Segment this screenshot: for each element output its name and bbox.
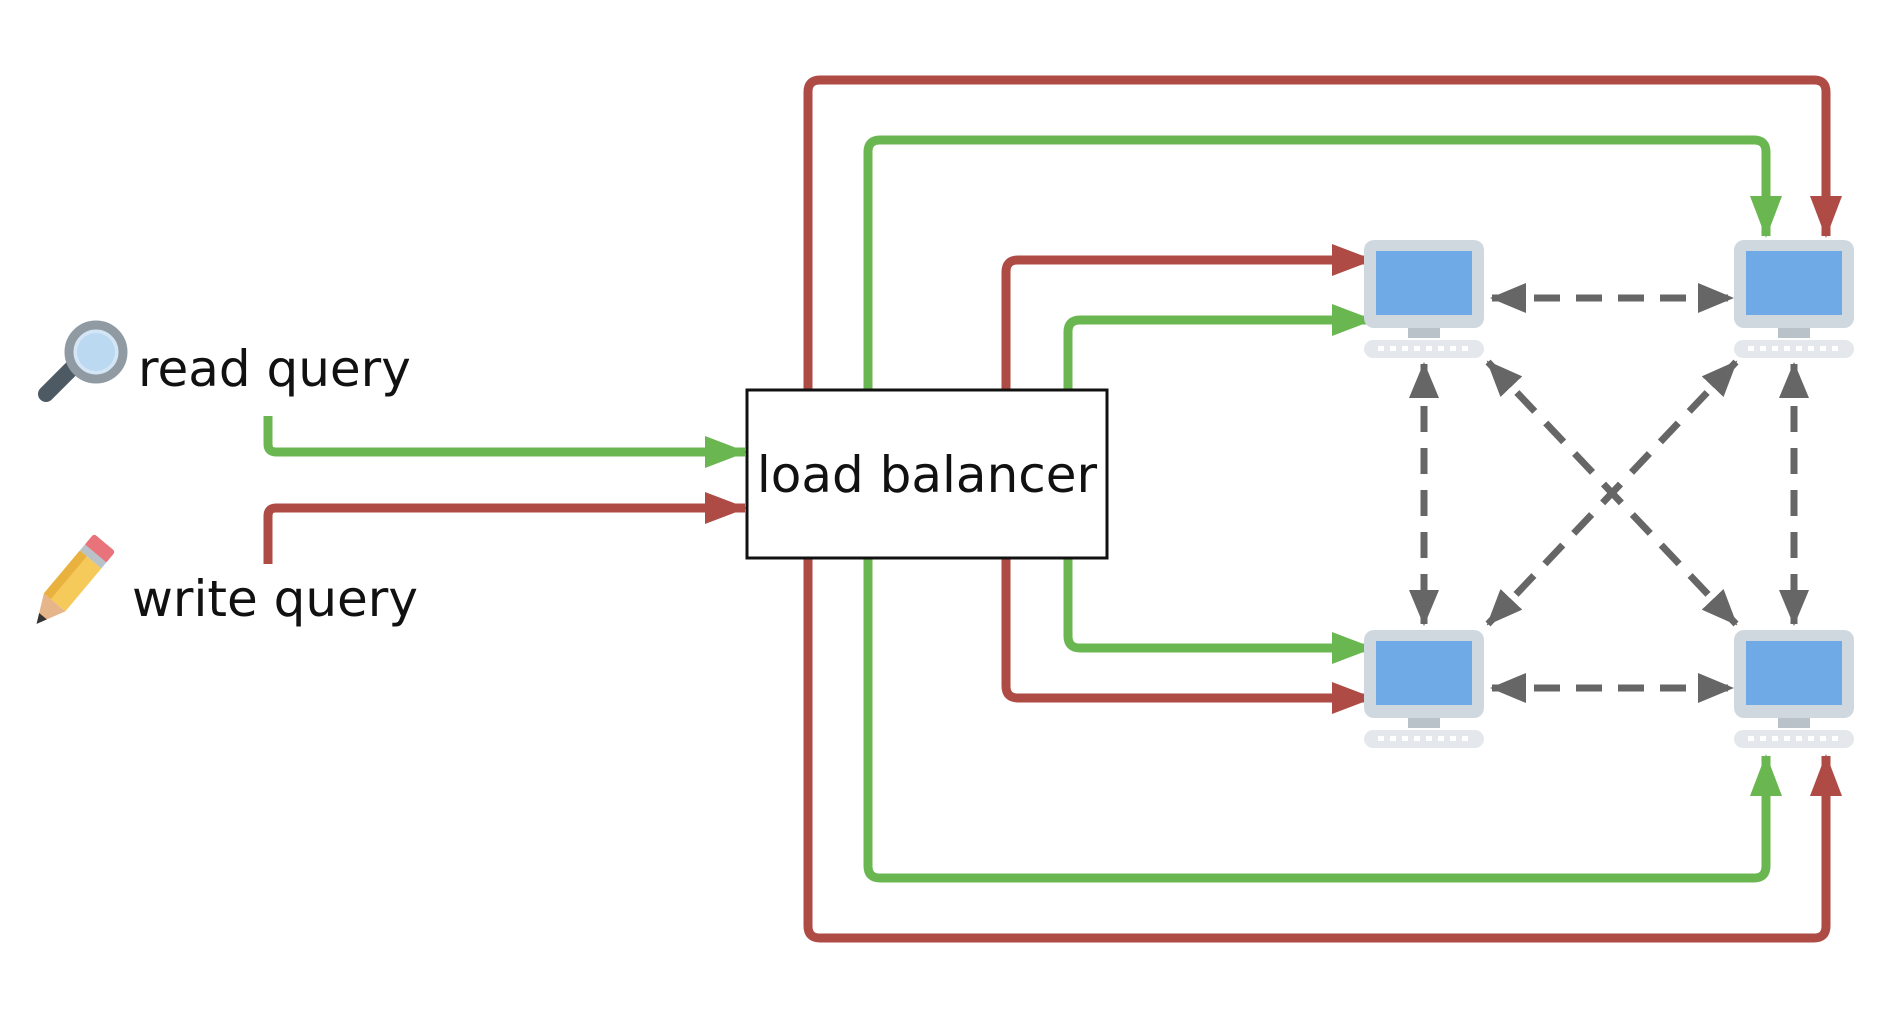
server-top-left-icon	[1364, 240, 1484, 358]
write-route-top-right	[803, 75, 1842, 390]
load-balancer-box	[745, 388, 1109, 560]
server-top-right-icon	[1734, 240, 1854, 358]
magnifying-glass-icon	[38, 320, 128, 402]
replication-links	[1409, 283, 1809, 703]
server-bottom-right-icon	[1734, 630, 1854, 748]
read-route-bottom-right	[863, 558, 1782, 883]
read-query-label: read query	[138, 340, 411, 398]
read-route-bottom-left	[1063, 558, 1374, 664]
read-route-top-left	[1063, 304, 1374, 390]
write-route-bottom-right	[803, 558, 1842, 943]
write-route-bottom-left	[1001, 558, 1374, 714]
write-query-label: write query	[132, 570, 418, 628]
pencil-icon	[36, 534, 115, 624]
read-route-top-right	[863, 135, 1782, 390]
read-query-arrow	[263, 416, 747, 468]
write-route-top-left	[1001, 244, 1374, 390]
server-bottom-left-icon	[1364, 630, 1484, 748]
replication-diagonal-up	[1485, 359, 1739, 627]
load-balancer-label: load balancer	[757, 446, 1098, 504]
write-query-arrow	[263, 492, 747, 564]
